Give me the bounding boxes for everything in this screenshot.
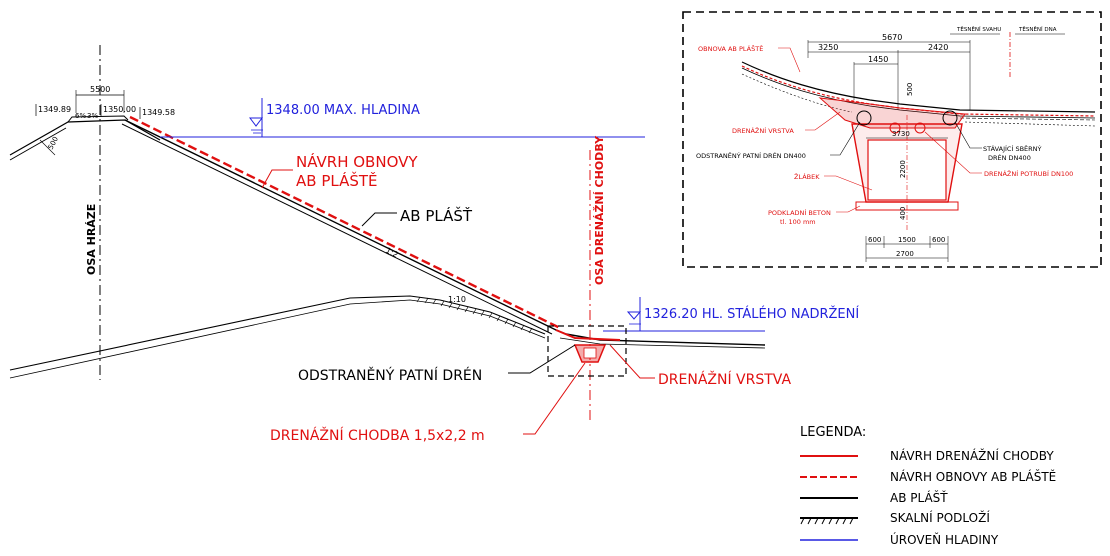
dim-5670: 5670 <box>882 33 902 42</box>
detail-zlabek: ŽLÁBEK <box>794 172 820 181</box>
removed-drain-label: ODSTRANĚNÝ PATNÍ DRÉN <box>298 367 482 384</box>
detail-drenazni-vrstva: DRENÁŽNÍ VRSTVA <box>732 126 794 135</box>
detail-drain-layer <box>818 97 966 129</box>
dim-500: 500 <box>906 83 914 96</box>
detail-odstraneny: ODSTRANĚNÝ PATNÍ DRÉN DN400 <box>696 151 806 160</box>
dim-1500: 1500 <box>898 236 916 244</box>
legend-label-facing: AB PLÁŠŤ <box>890 490 948 505</box>
new-facing-label-2: AB PLÁŠTĚ <box>296 171 378 190</box>
detail-tesneni-dna: TĚSNĚNÍ DNA <box>1018 25 1057 33</box>
legend-swatch-rock <box>800 517 858 525</box>
max-water-level-label: 1348.00 MAX. HLADINA <box>266 103 420 118</box>
detail-facing <box>741 61 1096 113</box>
drain-layer-label: DRENÁŽNÍ VRSTVA <box>658 370 791 388</box>
crest-slope-left: 6% <box>75 112 86 120</box>
detail-potrubi: DRENÁŽNÍ POTRUBÍ DN100 <box>984 169 1073 178</box>
crest-left-elev: 1349.89 <box>38 105 71 114</box>
dim-600b: 600 <box>932 236 945 244</box>
detail-frame <box>682 11 1102 268</box>
dam-axis-label: OSA HRÁZE <box>85 204 98 275</box>
legend-label-gallery: NÁVRH DRENÁŽNÍ CHODBY <box>890 448 1054 463</box>
normal-water-level-label: 1326.20 HL. STÁLÉHO NADRŽENÍ <box>644 306 859 322</box>
crest-slope-right: 3% <box>87 112 98 120</box>
legend-label-water: ÚROVEŇ HLADINY <box>890 532 999 547</box>
new-facing-line <box>129 115 561 330</box>
dam-crest <box>9 119 161 156</box>
crest-right-elev: 1349.58 <box>142 108 175 117</box>
detail-podkladni-2: tl. 100 mm <box>780 218 816 226</box>
slope-1-10: 1:10 <box>448 295 466 304</box>
slope-1-2: 1:2 <box>384 246 400 260</box>
detail-marker-box <box>547 325 627 377</box>
dim-2700: 2700 <box>896 250 914 258</box>
dim-600a: 600 <box>868 236 881 244</box>
dim-3730: 3730 <box>892 130 910 138</box>
detail-obnova: OBNOVA AB PLÁŠTĚ <box>698 44 763 53</box>
dim-3250: 3250 <box>818 43 838 52</box>
rock-foundation-line <box>9 295 546 371</box>
dim-1450: 1450 <box>868 55 888 64</box>
legend-label-new-facing: NÁVRH OBNOVY AB PLÁŠTĚ <box>890 469 1056 484</box>
dim-2420: 2420 <box>928 43 948 52</box>
crest-mid-elev: 1350.00 <box>103 105 136 114</box>
detail-stavajici-1: STÁVAJÍCÍ SBĚRNÝ <box>983 144 1042 153</box>
dim-400: 400 <box>899 207 907 220</box>
detail-stavajici-2: DRÉN DN400 <box>988 153 1031 162</box>
gallery-label: DRENÁŽNÍ CHODBA 1,5x2,2 m <box>270 426 485 444</box>
gallery-axis-label: OSA DRENÁŽNÍ CHODBY <box>593 135 606 285</box>
legend-label-rock: SKALNÍ PODLOŽÍ <box>890 510 990 525</box>
legend-title: LEGENDA: <box>800 425 866 440</box>
detail-tesneni-svahu: TĚSNĚNÍ SVAHU <box>956 25 1001 33</box>
detail-podkladni-1: PODKLADNÍ BETON <box>768 208 831 217</box>
new-facing-label-1: NÁVRH OBNOVY <box>296 152 418 171</box>
rock-hatch <box>416 296 533 334</box>
crest-width: 5500 <box>90 85 110 94</box>
facing-label: AB PLÁŠŤ <box>400 206 473 225</box>
dim-2200: 2200 <box>899 160 907 178</box>
